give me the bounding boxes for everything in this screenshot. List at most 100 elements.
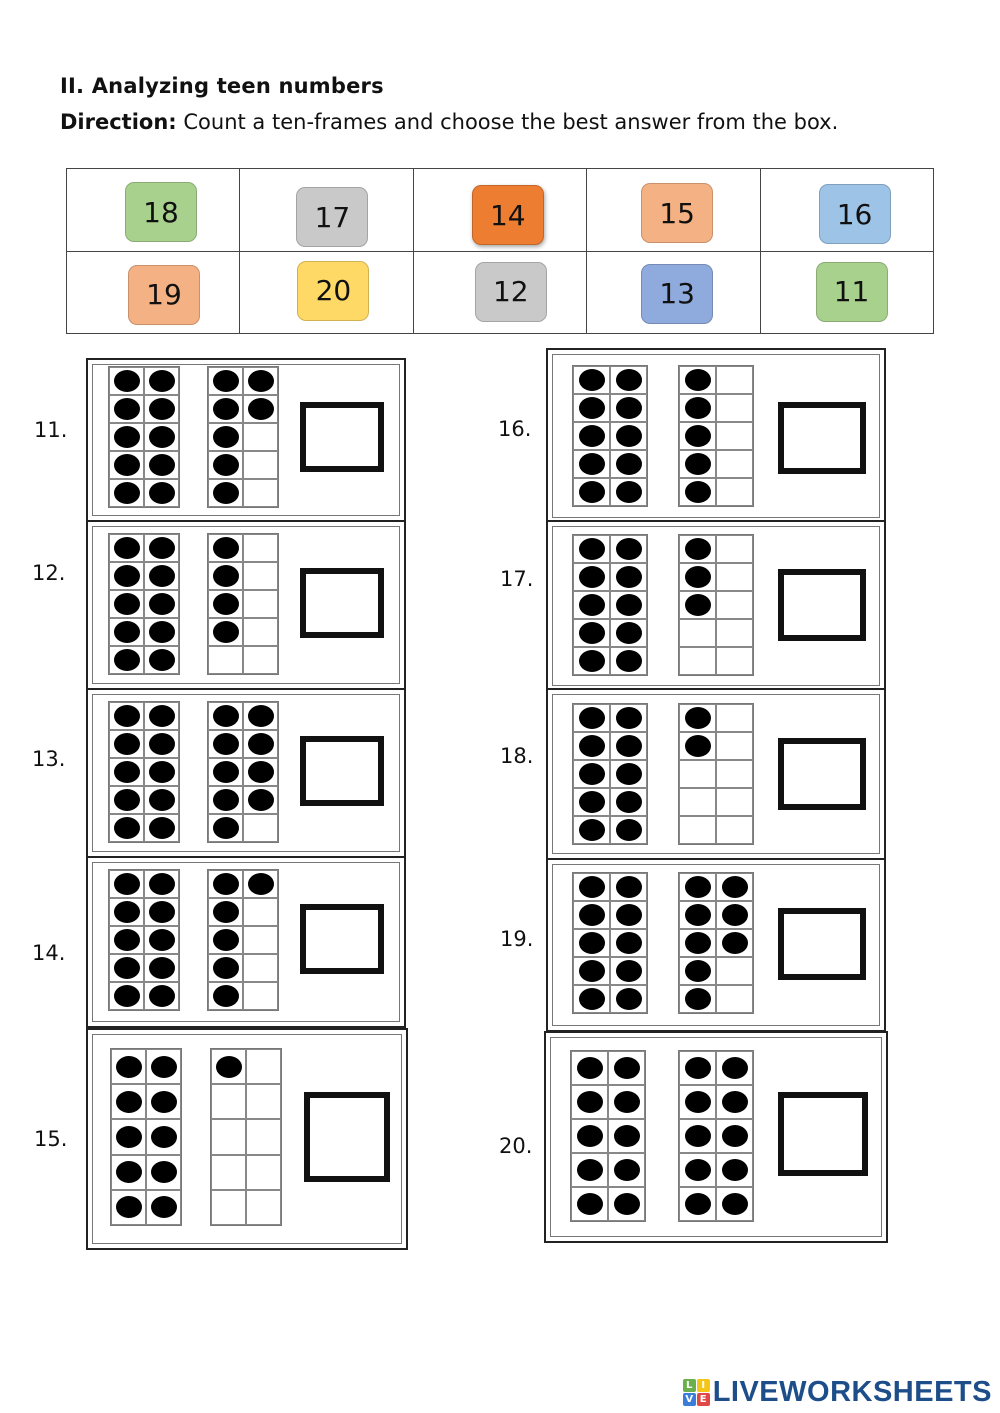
ten-frame-cell xyxy=(208,395,243,423)
counter-dot-icon xyxy=(212,789,239,811)
ten-frame-cell xyxy=(679,929,716,957)
counter-dot-icon xyxy=(615,538,642,560)
ten-frame-full xyxy=(108,701,180,843)
counter-dot-icon xyxy=(212,621,239,643)
answer-drop-box[interactable] xyxy=(300,402,384,472)
counter-dot-icon xyxy=(113,426,140,448)
ten-frame-cell xyxy=(109,590,144,618)
counter-dot-icon xyxy=(212,761,239,783)
ten-frame-partial xyxy=(207,701,279,843)
counter-dot-icon xyxy=(684,425,711,447)
answer-drop-box[interactable] xyxy=(778,402,866,474)
ten-frame-cell xyxy=(109,562,144,590)
ten-frame-cell xyxy=(679,591,716,619)
counter-dot-icon xyxy=(684,397,711,419)
ten-frame-cell xyxy=(243,395,278,423)
ten-frame-partial xyxy=(207,533,279,675)
answer-drop-box[interactable] xyxy=(300,736,384,806)
panel-inner-border xyxy=(92,526,400,684)
ten-frame-full xyxy=(570,1050,646,1222)
counter-dot-icon xyxy=(148,565,175,587)
ten-frame-cell xyxy=(716,760,753,788)
ten-frame-cell xyxy=(716,394,753,422)
ten-frame-cell xyxy=(146,1119,181,1155)
counter-dot-icon xyxy=(684,876,711,898)
ten-frame-cell xyxy=(243,954,278,982)
answer-chip[interactable]: 14 xyxy=(471,185,544,245)
answer-chip[interactable]: 20 xyxy=(297,260,370,321)
answer-chip[interactable]: 15 xyxy=(641,183,714,243)
direction-body: Count a ten-frames and choose the best a… xyxy=(183,110,839,134)
ten-frame-cell xyxy=(679,985,716,1013)
answer-drop-box[interactable] xyxy=(778,1092,868,1176)
ten-frame-cell xyxy=(208,758,243,786)
ten-frame-cell xyxy=(679,478,716,506)
counter-dot-icon xyxy=(578,481,605,503)
ten-frame-cell xyxy=(109,367,144,395)
ten-frame-cell xyxy=(679,535,716,563)
ten-frame-cell xyxy=(109,870,144,898)
ten-frame-cell xyxy=(144,898,179,926)
answer-chip[interactable]: 19 xyxy=(128,264,200,325)
answer-chip[interactable]: 18 xyxy=(125,182,197,242)
answer-drop-box[interactable] xyxy=(300,568,384,638)
counter-dot-icon xyxy=(576,1159,603,1181)
ten-frame-cell xyxy=(208,898,243,926)
panel-inner-border xyxy=(92,862,400,1022)
ten-frame-cell xyxy=(679,901,716,929)
counter-dot-icon xyxy=(148,621,175,643)
ten-frame-cell xyxy=(573,591,610,619)
counter-dot-icon xyxy=(613,1091,640,1113)
answer-chip[interactable]: 17 xyxy=(296,187,369,247)
ten-frame-cell xyxy=(716,1187,753,1221)
answer-chip[interactable]: 16 xyxy=(818,184,891,244)
counter-dot-icon xyxy=(113,733,140,755)
counter-dot-icon xyxy=(212,985,239,1007)
counter-dot-icon xyxy=(613,1159,640,1181)
counter-dot-icon xyxy=(684,1125,711,1147)
counter-dot-icon xyxy=(113,789,140,811)
logo-text: LIVEWORKSHEETS xyxy=(712,1376,992,1408)
counter-dot-icon xyxy=(148,873,175,895)
answer-drop-box[interactable] xyxy=(778,908,866,980)
ten-frame-cell xyxy=(144,590,179,618)
counter-dot-icon xyxy=(150,1161,177,1184)
counter-dot-icon xyxy=(113,705,140,727)
answer-drop-box[interactable] xyxy=(778,738,866,810)
answer-drop-box[interactable] xyxy=(778,569,866,641)
ten-frame-cell xyxy=(208,646,243,674)
ten-frame-cell xyxy=(243,562,278,590)
counter-dot-icon xyxy=(215,1055,242,1078)
ten-frame-cell xyxy=(571,1085,608,1119)
ten-frame-cell xyxy=(243,730,278,758)
ten-frame-cell xyxy=(679,619,716,647)
answer-chip[interactable]: 13 xyxy=(641,263,714,324)
ten-frame-cell xyxy=(716,901,753,929)
ten-frame-cell xyxy=(109,786,144,814)
ten-frame-cell xyxy=(571,1119,608,1153)
counter-dot-icon xyxy=(148,454,175,476)
counter-dot-icon xyxy=(615,819,642,841)
answer-chip[interactable]: 11 xyxy=(815,261,888,322)
ten-frame-cell xyxy=(679,760,716,788)
ten-frame-cell xyxy=(146,1189,181,1225)
answer-drop-box[interactable] xyxy=(304,1092,390,1182)
counter-dot-icon xyxy=(615,453,642,475)
ten-frame-cell xyxy=(573,760,610,788)
ten-frame-cell xyxy=(208,367,243,395)
answer-drop-box[interactable] xyxy=(300,904,384,974)
logo-letter-block: V xyxy=(682,1393,696,1406)
ten-frame-cell xyxy=(716,957,753,985)
counter-dot-icon xyxy=(684,960,711,982)
counter-dot-icon xyxy=(578,876,605,898)
counter-dot-icon xyxy=(578,707,605,729)
counter-dot-icon xyxy=(613,1057,640,1079)
counter-dot-icon xyxy=(148,593,175,615)
question-number: 15. xyxy=(34,1127,68,1151)
counter-dot-icon xyxy=(113,621,140,643)
ten-frame-cell xyxy=(144,702,179,730)
answer-chip[interactable]: 12 xyxy=(474,261,547,322)
counter-dot-icon xyxy=(615,481,642,503)
ten-frame-cell xyxy=(111,1189,146,1225)
counter-dot-icon xyxy=(148,761,175,783)
